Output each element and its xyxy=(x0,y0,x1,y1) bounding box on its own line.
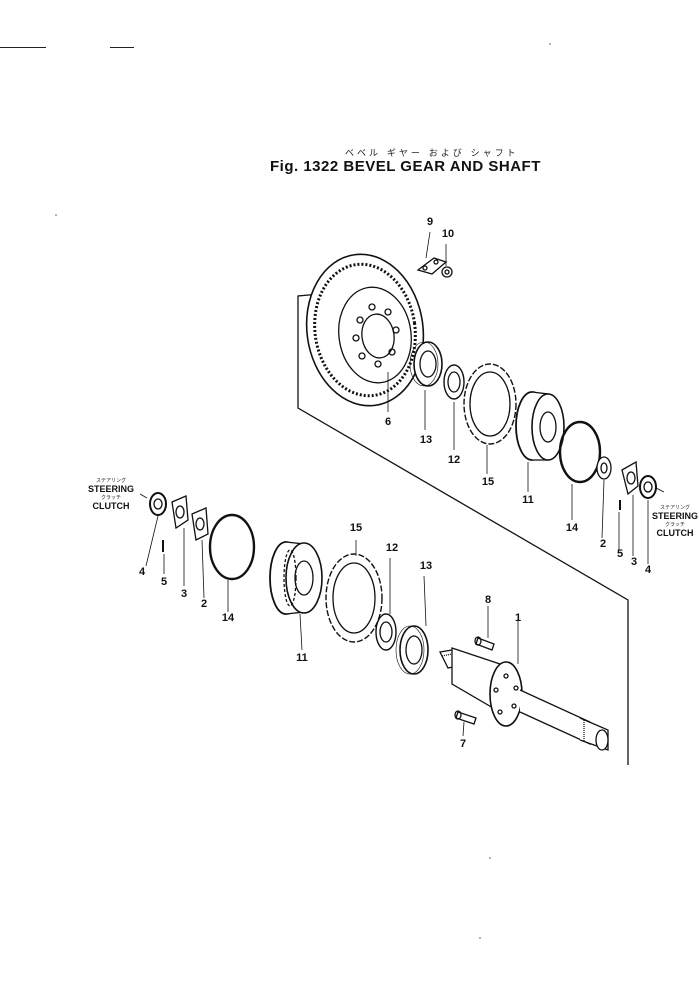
o-ring-part-14-lower xyxy=(208,513,256,612)
callout-part-4-lower: 4 xyxy=(138,566,146,578)
shim-part-2-upper xyxy=(596,456,612,539)
pin-part-5-upper xyxy=(618,500,621,550)
bearing-part-13-lower xyxy=(395,575,429,675)
callout-part-1: 1 xyxy=(514,612,522,624)
callout-part-7: 7 xyxy=(459,738,467,750)
callout-part-3-upper: 3 xyxy=(630,556,638,568)
callout-part-2-lower: 2 xyxy=(200,598,208,610)
callout-part-15-lower: 15 xyxy=(349,522,363,534)
callout-part-8: 8 xyxy=(484,594,492,606)
callout-part-15-upper: 15 xyxy=(481,476,495,488)
bolt-part-7 xyxy=(454,710,477,737)
shim-part-2-lower xyxy=(191,507,209,599)
ring-part-15-lower xyxy=(325,540,383,643)
callout-part-9: 9 xyxy=(426,216,434,228)
nut-part-4-lower xyxy=(139,492,167,567)
callout-part-5-lower: 5 xyxy=(160,576,168,588)
steering-clutch-label-right: ステアリング STEERING クラッチ CLUTCH xyxy=(652,504,698,538)
steering-text: STEERING xyxy=(652,511,699,521)
pin-part-5-lower xyxy=(162,540,165,574)
callout-part-4-upper: 4 xyxy=(644,564,652,576)
seal-part-12-upper xyxy=(443,364,465,450)
steering-text: STEERING xyxy=(87,484,134,494)
callout-part-14-lower: 14 xyxy=(221,612,235,624)
page-mark-line xyxy=(0,47,46,48)
lock-washer-part-3-upper xyxy=(621,460,639,556)
steering-clutch-label-left: ステアリング STEERING クラッチ CLUTCH xyxy=(84,477,138,511)
ring-part-15-upper xyxy=(463,363,517,474)
assembly-boundary-line xyxy=(297,293,629,765)
nut-part-4-upper xyxy=(639,475,665,564)
bevel-gear-part-6 xyxy=(305,253,425,412)
clutch-kana: クラッチ xyxy=(100,495,121,501)
bearing-part-13-upper xyxy=(409,341,443,430)
shaft-part-1 xyxy=(439,618,609,751)
seal-part-12-lower xyxy=(375,558,397,651)
clutch-kana: クラッチ xyxy=(664,522,685,528)
callout-part-13-upper: 13 xyxy=(419,434,433,446)
figure-title-kana: ベベル ギヤー および シャフト xyxy=(345,149,519,159)
callout-part-10: 10 xyxy=(441,228,455,240)
callout-part-11-lower: 11 xyxy=(296,652,308,664)
bolt-part-8 xyxy=(474,606,495,651)
lock-washer-part-3-lower xyxy=(171,495,189,586)
page-mark-line xyxy=(110,47,134,48)
callout-part-2-upper: 2 xyxy=(599,538,607,550)
callout-part-5-upper: 5 xyxy=(616,548,624,560)
callout-part-3-lower: 3 xyxy=(180,588,188,600)
clutch-text: CLUTCH xyxy=(656,528,694,538)
hub-part-11-lower xyxy=(269,541,323,651)
steering-kana: ステアリング xyxy=(659,505,690,511)
hub-part-11-upper xyxy=(515,391,565,492)
figure-title: Fig. 1322 BEVEL GEAR AND SHAFT xyxy=(270,158,541,175)
bolt-part-10 xyxy=(441,244,453,278)
callout-part-12-upper: 12 xyxy=(447,454,461,466)
callout-part-14-upper: 14 xyxy=(565,522,579,534)
callout-part-11-upper: 11 xyxy=(522,494,534,506)
callout-part-12-lower: 12 xyxy=(385,542,399,554)
o-ring-part-14-upper xyxy=(558,420,602,520)
steering-kana: ステアリング xyxy=(95,478,126,484)
clutch-text: CLUTCH xyxy=(92,501,130,511)
callout-part-13-lower: 13 xyxy=(419,560,433,572)
callout-part-6: 6 xyxy=(384,416,392,428)
